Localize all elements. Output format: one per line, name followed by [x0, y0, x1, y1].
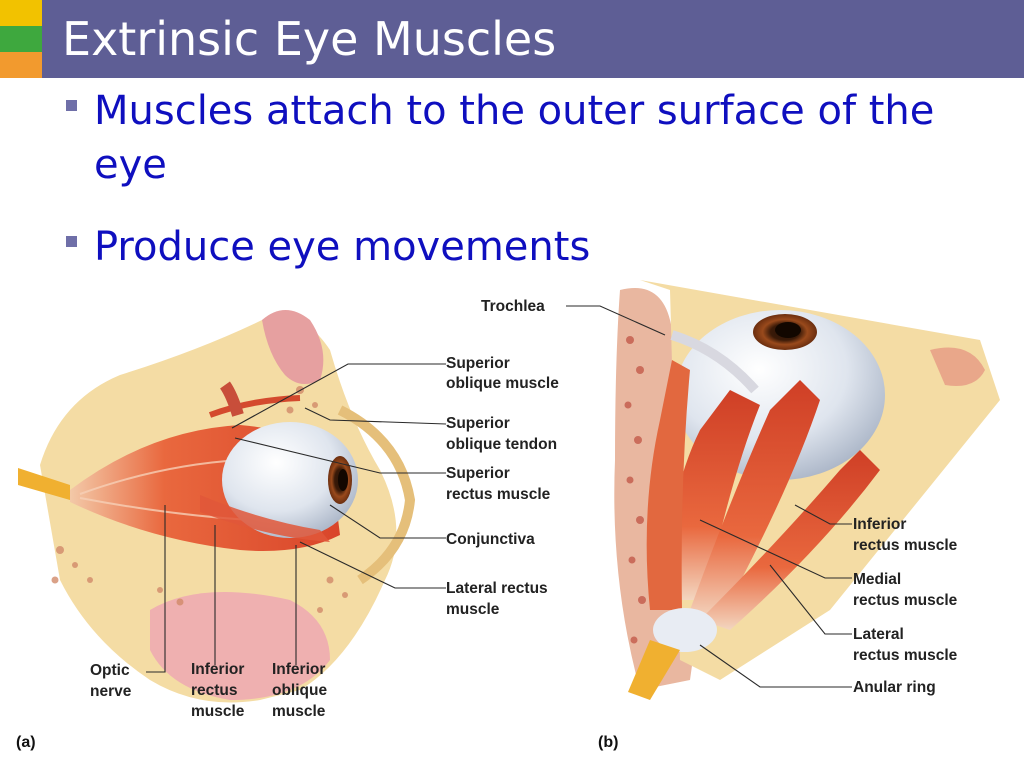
label-b-lateral-rectus-line2: rectus muscle [853, 647, 958, 664]
accent-block-yellow [0, 0, 42, 26]
label-superior-rectus-line1: Superior [446, 465, 510, 482]
panel-a-illustration [18, 310, 416, 703]
label-b-lateral-rectus-line1: Lateral [853, 626, 904, 643]
label-inferior-oblique-line2: oblique [272, 682, 327, 699]
title-bar: Extrinsic Eye Muscles [0, 0, 1024, 78]
square-bullet-icon [66, 236, 77, 247]
label-anular-ring: Anular ring [853, 679, 936, 696]
label-lateral-rectus-line2: muscle [446, 601, 500, 618]
slide-title: Extrinsic Eye Muscles [62, 12, 557, 66]
label-superior-oblique-muscle-line2: oblique muscle [446, 375, 559, 392]
label-superior-oblique-muscle-line1: Superior [446, 355, 510, 372]
panel-b-tag: (b) [598, 734, 618, 751]
label-inferior-rectus-line1: Inferior [191, 661, 244, 678]
label-superior-oblique-tendon-line1: Superior [446, 415, 510, 432]
label-inferior-rectus-line2: rectus [191, 682, 238, 699]
label-lateral-rectus-line1: Lateral rectus [446, 580, 548, 597]
panel-b-illustration [614, 280, 1000, 700]
label-b-inferior-rectus-line2: rectus muscle [853, 537, 958, 554]
accent-block-green [0, 26, 42, 52]
square-bullet-icon [66, 100, 77, 111]
label-inferior-oblique-line1: Inferior [272, 661, 325, 678]
label-superior-oblique-tendon-line2: oblique tendon [446, 436, 557, 453]
label-b-inferior-rectus-line1: Inferior [853, 516, 906, 533]
panel-a-labels: Superior oblique muscle Superior oblique… [16, 355, 559, 751]
accent-block-orange [0, 52, 42, 78]
bullet-text: Produce eye movements [94, 224, 591, 270]
label-superior-rectus-line2: rectus muscle [446, 486, 551, 503]
label-inferior-rectus-line3: muscle [191, 703, 245, 720]
label-optic-nerve-line2: nerve [90, 683, 132, 700]
label-conjunctiva: Conjunctiva [446, 531, 535, 548]
bullet-text: Muscles attach to the outer surface of t… [94, 88, 935, 188]
panel-b-labels: Trochlea Inferior rectus muscle Medial r… [481, 298, 958, 751]
label-medial-rectus-line2: rectus muscle [853, 592, 958, 609]
label-trochlea: Trochlea [481, 298, 545, 315]
bullet-item: Muscles attach to the outer surface of t… [66, 84, 946, 194]
label-medial-rectus-line1: Medial [853, 571, 901, 588]
anatomy-illustration: Superior oblique muscle Superior oblique… [16, 280, 1000, 751]
panel-a-tag: (a) [16, 734, 36, 751]
label-inferior-oblique-line3: muscle [272, 703, 326, 720]
label-optic-nerve-line1: Optic [90, 662, 130, 679]
bullet-item: Produce eye movements [66, 220, 766, 276]
eye-muscles-figure: Superior oblique muscle Superior oblique… [0, 280, 1024, 768]
